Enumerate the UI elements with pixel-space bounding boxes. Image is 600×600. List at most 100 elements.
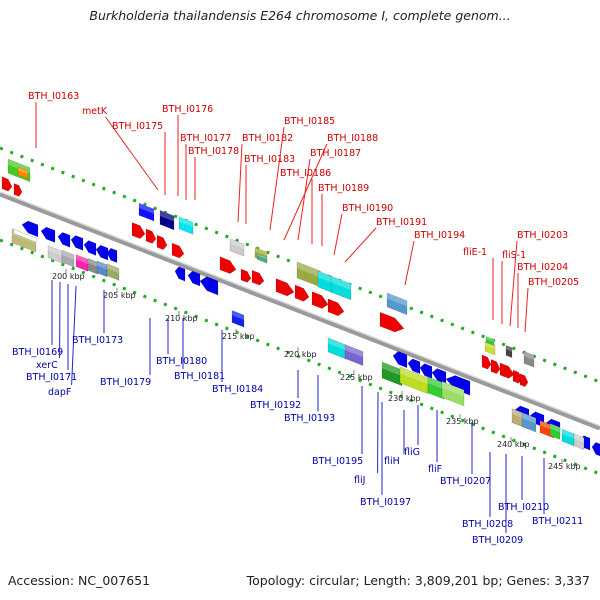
top-gene-label-leader-line [524,287,529,333]
top-gene-label[interactable]: BTH_I0190 [342,203,393,214]
bottom-gene-label[interactable]: BTH_I0169 [12,347,63,358]
ruler-label: 220 kbp [284,350,317,359]
top-gene-label[interactable]: BTH_I0185 [284,116,335,127]
bottom-gene-label[interactable]: BTH_I0197 [360,497,411,508]
bottom-gene-block [75,254,89,272]
bottom-gene-block [13,229,37,243]
top-forward-gene-arrow [327,298,345,317]
ruler-label: 200 kbp [52,272,85,281]
bottom-gene-block [549,423,561,440]
bottom-gene-label[interactable]: BTH_I0207 [440,476,491,487]
top-gene-label[interactable]: BTH_I0188 [327,133,378,144]
top-gene-label[interactable]: BTH_I0203 [517,230,568,241]
top-gene-label-leader-line [297,158,311,241]
top-gene-label[interactable]: BTH_I0194 [414,230,465,241]
top-gene-block [178,216,194,235]
bottom-gene-block [573,433,585,451]
top-gene-label[interactable]: fliE-1 [463,247,487,258]
ruler-label: 210 kbp [165,314,198,323]
bottom-gene-label[interactable]: fliH [384,456,400,467]
ruler-label: 235 kbp [446,417,479,426]
top-gene-label[interactable]: BTH_I0177 [180,133,231,144]
bottom-gene-label[interactable]: BTH_I0173 [72,335,123,346]
top-forward-gene-arrow [251,269,265,286]
top-forward-gene-arrow [490,359,501,374]
top-gene-label[interactable]: BTH_I0187 [310,148,361,159]
bottom-gene-label[interactable]: BTH_I0209 [472,535,523,546]
bottom-gene-block [96,260,108,278]
bottom-gene-label[interactable]: BTH_I0192 [250,400,301,411]
top-gene-label[interactable]: BTH_I0176 [162,104,213,115]
bottom-gene-label[interactable]: BTH_I0208 [462,519,513,530]
top-gene-label[interactable]: BTH_I0163 [28,91,79,102]
top-gene-label[interactable]: BTH_I0175 [112,121,163,132]
top-gene-block [386,292,408,316]
bottom-reverse-gene-arrow [70,235,84,251]
top-forward-gene-arrow [156,234,168,250]
bottom-reverse-gene-arrow [431,368,447,385]
top-gene-label-leader-line [105,116,159,191]
bottom-gene-label[interactable]: fliJ [354,475,365,486]
bottom-gene-label[interactable]: BTH_I0179 [100,377,151,388]
bottom-reverse-gene-arrow [392,351,408,369]
map-title: Burkholderia thailandensis E264 chromoso… [89,8,511,23]
ruler-label: 240 kbp [497,440,530,449]
genome-backbone [0,191,600,431]
top-forward-gene-arrow [311,291,329,309]
top-gene-block [256,252,268,264]
top-gene-label[interactable]: BTH_I0183 [244,154,295,165]
top-gene-label[interactable]: BTH_I0191 [376,217,427,228]
top-gene-block [523,351,535,368]
genome-summary: Topology: circular; Length: 3,809,201 bp… [246,573,590,588]
top-gene-label-leader-line [509,240,518,327]
top-gene-block [317,270,333,293]
top-gene-block [505,344,513,359]
top-forward-gene-arrow [275,278,295,297]
top-gene-label[interactable]: BTH_I0178 [188,146,239,157]
bottom-reverse-gene-arrow [187,270,201,287]
top-gene-label-leader-line [269,126,285,231]
bottom-gene-label[interactable]: xerC [36,360,58,371]
bottom-gene-block [231,310,245,328]
top-gene-block [159,210,175,231]
bottom-reverse-gene-arrow [21,220,39,238]
top-gene-block [485,336,495,347]
bottom-gene-label[interactable]: fliF [428,464,442,475]
bottom-gene-label[interactable]: BTH_I0195 [312,456,363,467]
top-forward-gene-arrow [240,268,252,283]
top-gene-block [296,261,320,287]
top-gene-label[interactable]: BTH_I0204 [517,262,568,273]
bottom-gene-label[interactable]: BTH_I0211 [532,516,583,527]
bottom-gene-label[interactable]: BTH_I0181 [174,371,225,382]
bottom-gene-label[interactable]: BTH_I0210 [498,502,549,513]
top-gene-label[interactable]: fliS-1 [502,250,526,261]
ruler-label: 205 kbp [103,291,136,300]
ruler-label: 245 kbp [548,462,581,471]
top-gene-block [138,202,155,222]
bottom-gene-label[interactable]: fliG [404,447,420,458]
bottom-reverse-gene-arrow [407,358,421,375]
top-gene-label[interactable]: BTH_I0186 [280,168,331,179]
bottom-reverse-gene-arrow [174,266,186,282]
top-gene-label[interactable]: metK [82,106,108,117]
bottom-gene-label[interactable]: BTH_I0180 [156,356,207,367]
top-forward-gene-arrow [131,222,146,239]
bottom-reverse-gene-arrow [419,363,433,379]
bottom-gene-label[interactable]: BTH_I0171 [26,372,77,383]
top-gene-label-leader-line [344,227,377,263]
top-forward-gene-arrow [145,228,157,244]
bottom-gene-label[interactable]: BTH_I0193 [284,413,335,424]
bottom-gene-label[interactable]: dapF [48,387,71,398]
top-gene-label[interactable]: BTH_I0182 [242,133,293,144]
top-forward-gene-arrow [219,256,237,274]
bottom-gene-block [61,249,75,268]
accession-label: Accession: NC_007651 [8,573,151,588]
bottom-gene-label[interactable]: BTH_I0184 [212,384,263,395]
top-gene-label[interactable]: BTH_I0189 [318,183,369,194]
ruler-label: 230 kbp [388,394,421,403]
bottom-gene-block [106,263,120,281]
top-gene-label[interactable]: BTH_I0205 [528,277,579,288]
top-gene-block [330,275,352,301]
bottom-reverse-gene-arrow [106,247,118,263]
